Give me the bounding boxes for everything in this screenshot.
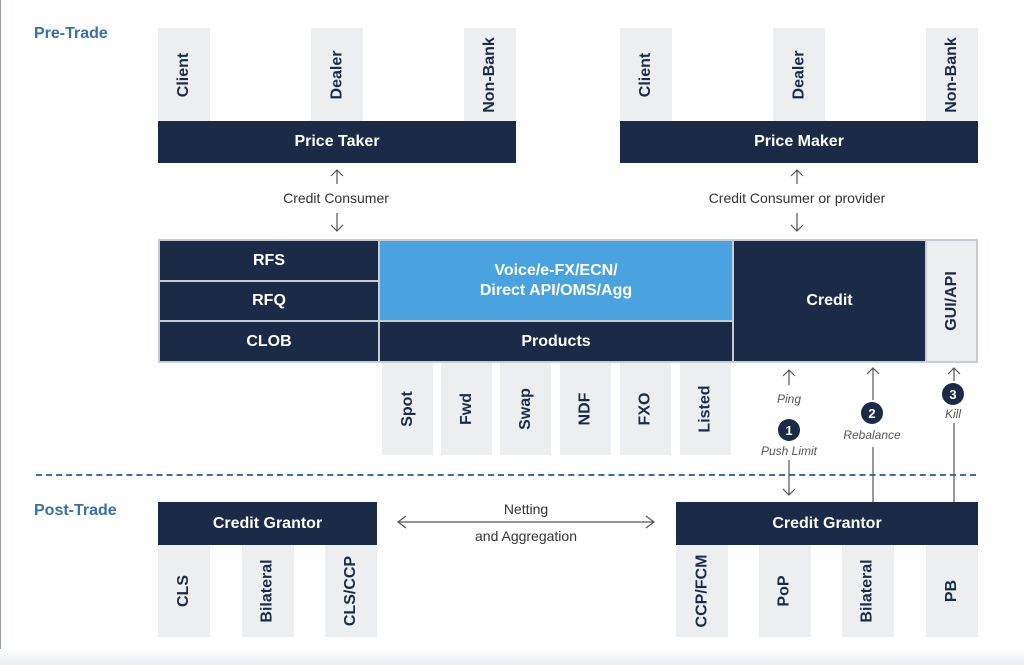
credit-grantor-right-bar: Credit Grantor	[676, 502, 978, 545]
ping-label: Ping	[776, 392, 802, 406]
post-left-tab: CLS/CCP	[325, 545, 377, 637]
post-left-tab: Bilateral	[242, 545, 294, 637]
protocol-rfq: RFQ	[160, 282, 378, 320]
credit-grantor-left-bar: Credit Grantor	[158, 502, 377, 545]
venue-line-1: Voice/e-FX/ECN/	[494, 261, 618, 279]
step-badge-3: 3	[942, 383, 964, 405]
price-taker-bar: Price Taker	[158, 121, 516, 163]
venue-block: Voice/e-FX/ECN/ Direct API/OMS/Agg	[380, 241, 732, 320]
credit-consumer-label: Credit Consumer	[283, 190, 389, 206]
arrow-up-icon	[947, 367, 961, 381]
maker-tab-nonbank: Non-Bank	[926, 28, 978, 121]
rebalance-label: Rebalance	[843, 428, 901, 442]
credit-block: Credit	[734, 241, 925, 361]
arrow-up-icon	[330, 169, 344, 184]
gui-api-tab: GUI/API	[927, 241, 976, 361]
maker-tab-client: Client	[620, 28, 672, 121]
arrow-up-icon	[790, 169, 804, 184]
push-limit-label: Push Limit	[760, 444, 818, 458]
protocol-rfs: RFS	[160, 241, 378, 280]
product-tab: Listed	[680, 363, 731, 455]
double-arrow-icon	[397, 515, 655, 529]
product-tab: Swap	[500, 363, 551, 455]
price-maker-bar: Price Maker	[620, 121, 978, 163]
frame-edge	[0, 0, 1, 665]
taker-tab-dealer: Dealer	[311, 28, 363, 121]
taker-tab-client: Client	[158, 28, 210, 121]
bottom-fade	[0, 649, 1024, 665]
netting-label: Netting	[503, 501, 549, 517]
arrow-down-icon	[330, 213, 344, 232]
pre-trade-label: Pre-Trade	[34, 25, 108, 42]
maker-tab-dealer: Dealer	[773, 28, 825, 121]
protocol-clob: CLOB	[160, 322, 378, 361]
product-tab: Fwd	[441, 363, 492, 455]
post-right-tab: PB	[926, 545, 978, 637]
post-right-tab: PoP	[759, 545, 811, 637]
arrow-down-icon	[782, 460, 796, 496]
arrow-up-icon	[782, 369, 796, 385]
post-right-tab: CCP/FCM	[676, 545, 728, 637]
aggregation-label: and Aggregation	[475, 528, 577, 544]
pre-post-divider	[36, 474, 976, 476]
taker-tab-nonbank: Non-Bank	[464, 28, 516, 121]
arrow-up-icon	[866, 367, 880, 400]
arrow-down-icon	[790, 213, 804, 232]
credit-consumer-provider-label: Credit Consumer or provider	[708, 190, 886, 206]
kill-label: Kill	[944, 407, 961, 421]
product-tab: Spot	[382, 363, 433, 455]
post-left-tab: CLS	[158, 545, 210, 637]
products-bar: Products	[380, 322, 732, 361]
product-tab: FXO	[620, 363, 671, 455]
step-badge-1: 1	[778, 419, 800, 441]
post-trade-label: Post-Trade	[34, 502, 117, 519]
step-badge-2: 2	[861, 402, 883, 424]
venue-line-2: Direct API/OMS/Agg	[479, 281, 633, 299]
post-right-tab: Bilateral	[842, 545, 894, 637]
product-tab: NDF	[560, 363, 611, 455]
